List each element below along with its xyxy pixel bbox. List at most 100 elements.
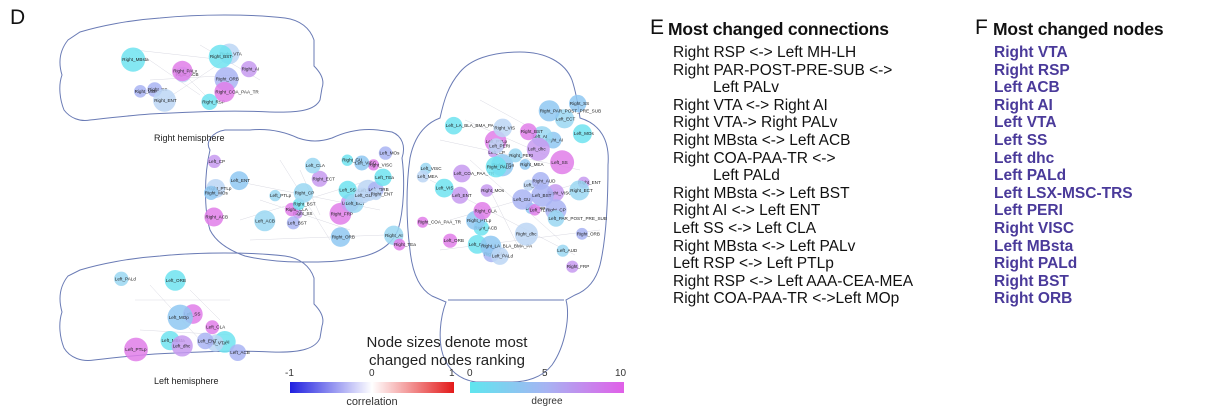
network-node: [529, 204, 541, 216]
network-node: [121, 47, 146, 72]
network-node: [214, 81, 235, 103]
network-node-label: Left_VTA: [208, 341, 228, 346]
network-node-label: Right_ECT: [313, 176, 336, 181]
connection-item: Right MBsta <-> Left BST: [673, 184, 850, 202]
degree-scale-max: 10: [615, 368, 627, 379]
network-node: [269, 189, 281, 202]
connection-item: Right PAR-POST-PRE-SUB <->: [673, 61, 893, 79]
network-node: [508, 148, 523, 163]
network-node: [547, 210, 565, 227]
network-node: [416, 170, 429, 183]
connection-item: Right MBsta <-> Left ACB: [673, 131, 851, 149]
network-node-label: Right_COA_PAA_TR: [418, 220, 462, 225]
node-item: Left SS: [994, 131, 1048, 149]
correlation-colorbar: [290, 382, 454, 393]
network-node: [566, 260, 579, 273]
network-node: [491, 247, 509, 265]
network-node: [526, 137, 550, 161]
network-node-label: Right_BST: [210, 54, 232, 59]
left-hemisphere-caption: Left hemisphere: [154, 376, 219, 386]
network-node: [374, 168, 392, 186]
connection-item: Right RSP <-> Left AAA-CEA-MEA: [673, 272, 914, 290]
network-node-label: Left_dhc: [173, 343, 191, 348]
network-node-label: Right_SS: [293, 211, 312, 216]
network-node: [341, 154, 353, 166]
network-node-label: Left_CP: [209, 159, 226, 164]
network-node-label: Right_FRP: [331, 211, 353, 216]
network-node-label: Left_ACB: [230, 350, 250, 355]
network-node-label: Right_TEa: [394, 242, 416, 247]
network-node: [171, 335, 193, 357]
network-node: [531, 172, 550, 190]
network-node-label: Right_ACB: [205, 215, 228, 220]
connection-item: Right MBsta <-> Left PALv: [673, 237, 856, 255]
network-node-label: Left_TEa: [530, 207, 549, 212]
network-node-label: Left_ACB: [255, 218, 275, 223]
correlation-scale-label: correlation: [346, 396, 398, 408]
network-node-label: Left_TEa: [375, 175, 394, 180]
network-node-label: Right_ORB: [577, 231, 600, 236]
network-node-label: Right_RSP: [202, 99, 225, 104]
degree-scale-min: 0: [467, 368, 473, 379]
node-item: Left ACB: [994, 79, 1060, 97]
network-node: [204, 207, 224, 227]
node-item: Right AI: [994, 96, 1053, 114]
network-node-label: Right_dhc: [516, 232, 537, 237]
network-node-label: Right_PALv: [173, 69, 198, 74]
network-node-label: Left_PALd: [115, 276, 137, 281]
network-node: [205, 320, 220, 335]
network-node: [488, 138, 504, 154]
network-node: [153, 88, 176, 112]
network-node: [172, 60, 193, 82]
network-node-label: Left_SS: [339, 188, 355, 193]
node-item: Right VTA: [994, 44, 1068, 61]
network-node-label: Right_MOs: [135, 89, 159, 94]
network-node: [538, 100, 560, 122]
panel-f-title: Most changed nodes: [993, 19, 1164, 39]
network-node-label: Right_ENT: [154, 98, 177, 103]
network-node: [512, 189, 533, 210]
network-node: [330, 227, 351, 247]
network-node: [286, 216, 300, 230]
panel-e-title: Most changed connections: [668, 19, 889, 39]
network-node-label: Left_CLA: [469, 242, 489, 247]
connection-item: Right COA-PAA-TR <->Left MOp: [673, 290, 900, 308]
degree-scale-label: degree: [531, 396, 563, 407]
network-node-label: Left_CLA: [306, 163, 326, 168]
network-node-label: Left_ECT: [556, 116, 576, 121]
node-item: Left MBsta: [994, 237, 1074, 255]
network-node-label: Right_ENT: [371, 192, 394, 197]
network-node-label: Left_PAR_POST_PRE_SUB: [549, 216, 607, 221]
network-node: [204, 185, 219, 200]
network-node: [550, 150, 575, 175]
network-node: [354, 187, 371, 204]
network-node-label: Left_MOp: [169, 315, 190, 320]
network-node-label: Right_MBsta: [122, 57, 149, 62]
correlation-scale-mid: 0: [369, 368, 375, 379]
network-node-label: Left_BST: [288, 220, 307, 225]
connection-item: Left RSP <-> Left PTLp: [673, 255, 834, 273]
right-hemisphere-caption: Right hemisphere: [154, 133, 225, 143]
connection-item: Left SS <-> Left CLA: [673, 219, 817, 237]
degree-scale-mid: 5: [542, 368, 548, 379]
network-node-label: Right_BST: [293, 202, 315, 207]
network-node-label: Left_ENT: [452, 193, 472, 198]
network-node-label: Left_dhc: [528, 147, 546, 152]
network-node: [451, 186, 469, 204]
network-node-label: Right_SS: [570, 101, 589, 106]
connection-item: Right VTA <-> Right AI: [673, 96, 828, 114]
network-node-label: Right_BST: [521, 129, 543, 134]
network-node-label: Left_ENT: [231, 178, 251, 183]
network-node: [201, 93, 218, 110]
network-node-label: Left_PTLp: [270, 193, 292, 198]
network-node: [453, 164, 471, 183]
node-size-note: Node sizes denote most changed nodes ran…: [355, 334, 539, 370]
network-node-label: Right_VISC: [548, 190, 573, 195]
network-node: [229, 344, 247, 361]
network-node-label: Left_CLA: [206, 325, 226, 330]
node-item: Right PALd: [994, 255, 1078, 273]
network-node-label: Right_MEA: [520, 162, 544, 167]
network-node-label: Left_PERI: [489, 144, 510, 149]
network-node: [208, 44, 233, 69]
